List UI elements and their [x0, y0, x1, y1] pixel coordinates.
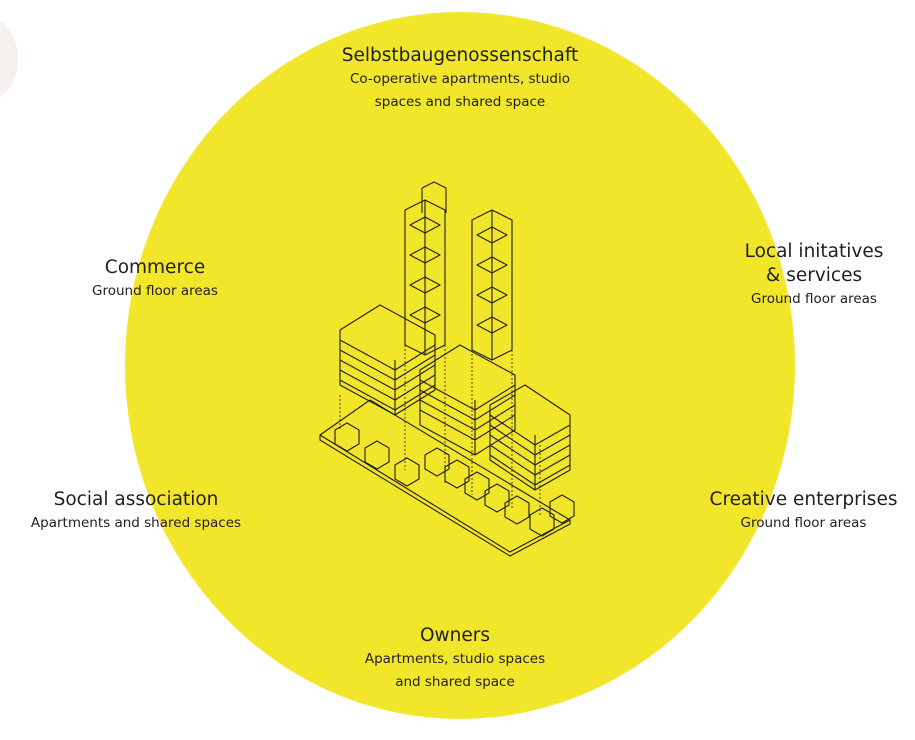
- group-title-line: & services: [765, 265, 863, 286]
- group-subtitle-line: Ground floor areas: [92, 283, 218, 299]
- group-title: Creative enterprises: [709, 489, 898, 510]
- group-social-association: Social association Apartments and shared…: [0, 488, 272, 535]
- group-owners: Owners Apartments, studio spaces and sha…: [330, 624, 580, 694]
- group-subtitle-line: and shared space: [395, 674, 515, 690]
- group-title: Commerce: [104, 257, 206, 278]
- group-title-line: Local initatives: [744, 241, 884, 262]
- stakeholder-circle: [125, 12, 795, 719]
- corner-decoration: [0, 18, 18, 100]
- group-title: Selbstbaugenossenschaft: [341, 45, 579, 66]
- group-subtitle-line: Ground floor areas: [740, 515, 867, 531]
- group-title: Social association: [53, 489, 219, 510]
- group-subtitle-line: spaces and shared space: [374, 94, 546, 110]
- group-creative-enterprises: Creative enterprises Ground floor areas: [692, 488, 915, 535]
- group-subtitle-line: Apartments and shared spaces: [30, 515, 242, 531]
- group-local-initiatives: Local initatives & services Ground floor…: [714, 240, 914, 311]
- group-selbstbaugenossenschaft: Selbstbaugenossenschaft Co-operative apa…: [300, 44, 620, 114]
- group-subtitle-line: Co-operative apartments, studio: [350, 71, 570, 87]
- building-complex-illustration: [319, 181, 575, 557]
- group-subtitle-line: Apartments, studio spaces: [364, 651, 546, 667]
- group-subtitle-line: Ground floor areas: [751, 291, 877, 307]
- group-title: Owners: [419, 625, 491, 646]
- group-commerce: Commerce Ground floor areas: [50, 256, 260, 303]
